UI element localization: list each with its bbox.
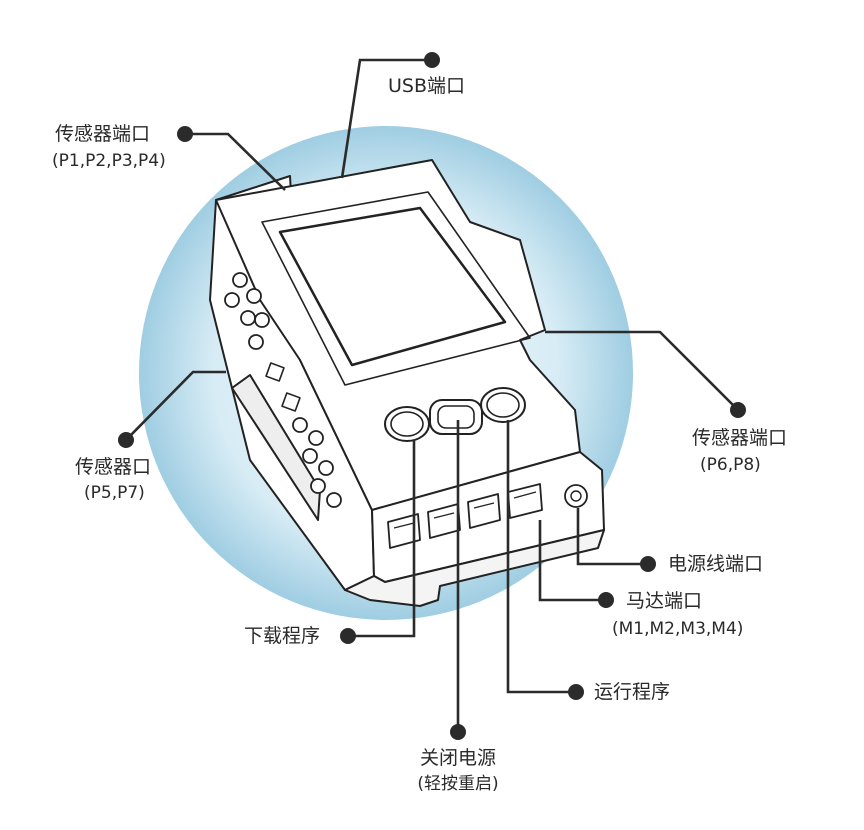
device-screen-bezel [261, 191, 531, 386]
controller-device [209, 159, 605, 607]
dot-power-cable [640, 556, 656, 572]
line-sensor-left-lower [125, 370, 226, 441]
callout-lines [125, 58, 739, 732]
label-sensor-port-right-sub: (P6,P8) [700, 455, 761, 475]
line-download [348, 440, 416, 638]
label-download-program: 下载程序 [244, 625, 321, 647]
dot-sensor-right [730, 402, 746, 418]
line-run [506, 420, 576, 694]
power-button-inner [437, 405, 475, 429]
label-power-off-sub: (轻按重启) [417, 774, 499, 794]
dot-sensor-left-lower [118, 432, 134, 448]
motor-port-m3 [467, 493, 501, 529]
dot-sensor-left [177, 126, 193, 142]
motor-ports [387, 483, 543, 549]
dot-usb [424, 52, 440, 68]
label-usb-port: USB端口 [388, 75, 466, 97]
line-power-cable [576, 508, 648, 566]
line-sensor-left [185, 132, 286, 191]
line-motor [538, 520, 606, 602]
run-button-ring [486, 392, 520, 418]
label-sensor-port-left: 传感器端口 [55, 123, 151, 145]
line-usb [340, 58, 432, 179]
dot-power-off [450, 724, 466, 740]
dot-motor [598, 592, 614, 608]
label-sensor-port-left-sub: (P1,P2,P3,P4) [52, 151, 166, 171]
line-sensor-right [545, 330, 739, 411]
download-button-ring [390, 411, 424, 437]
sensor-holes [224, 272, 342, 508]
device-screen [278, 206, 507, 367]
callout-dots [118, 52, 746, 740]
dot-run [568, 684, 584, 700]
label-motor-port-sub: (M1,M2,M3,M4) [612, 619, 744, 639]
label-run-program: 运行程序 [594, 681, 671, 703]
motor-port-m2 [427, 503, 461, 539]
label-sensor-left-lower-sub: (P5,P7) [84, 483, 145, 503]
label-power-cable-port: 电源线端口 [668, 553, 764, 575]
motor-port-m1 [387, 513, 421, 549]
label-sensor-left-lower: 传感器口 [75, 456, 152, 478]
label-sensor-port-right: 传感器端口 [692, 427, 788, 449]
label-power-off: 关闭电源 [419, 747, 496, 769]
dot-download [340, 628, 356, 644]
label-motor-port: 马达端口 [626, 590, 703, 612]
